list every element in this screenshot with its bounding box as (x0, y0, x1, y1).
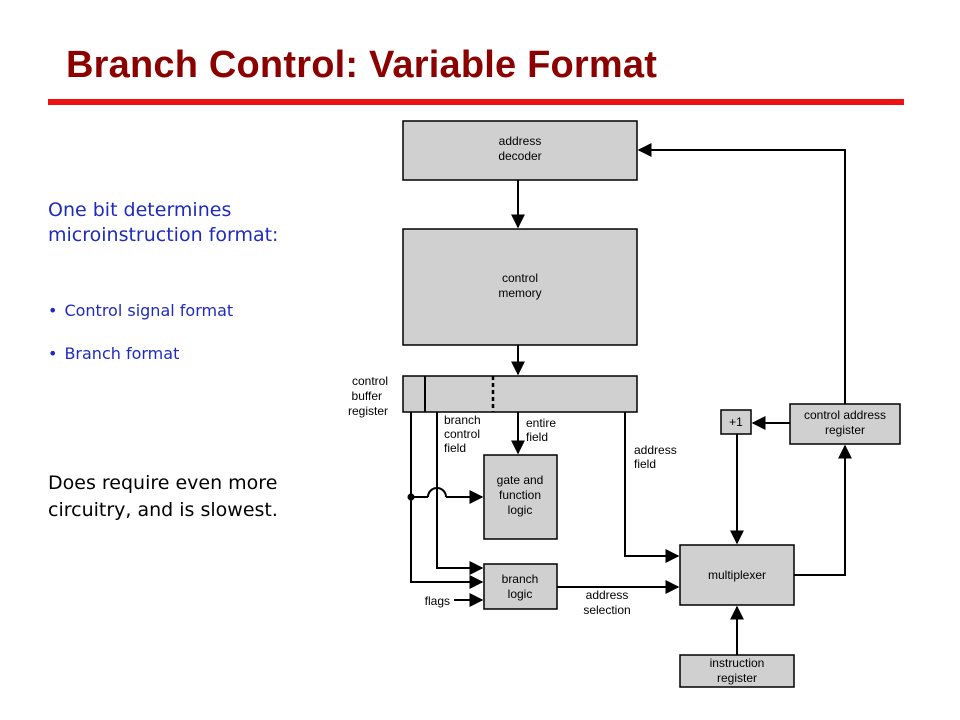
address-decoder-label: address (499, 134, 542, 148)
branch-control-field-label: field (444, 441, 466, 455)
flags-label: flags (425, 594, 450, 608)
branch-control-field-label: branch (444, 413, 481, 427)
entire-field-label: entire (526, 416, 556, 430)
gate-function-logic-label: function (499, 488, 541, 502)
branch-control-field-label: control (444, 427, 480, 441)
entire-field-label: field (526, 430, 548, 444)
address-decoder-label: decoder (498, 149, 541, 163)
instruction-register-box (679, 654, 795, 688)
control-memory-box (402, 228, 638, 346)
control-address-register-label: control address (804, 408, 886, 422)
slide-title: Branch Control: Variable Format (66, 44, 658, 86)
address-selection-label: selection (583, 603, 630, 617)
control-memory-label: memory (498, 286, 541, 300)
branch-logic-box (483, 563, 558, 610)
multiplexer-box (679, 544, 795, 606)
gate-function-logic-label: gate and (497, 473, 544, 487)
control-buffer-register-label: register (348, 404, 388, 418)
intro-text: One bit determines microinstruction form… (48, 199, 279, 246)
control-memory-label: control (502, 271, 538, 285)
control-buffer-register-label: control (352, 374, 388, 388)
bullet-item: Control signal format (48, 300, 233, 343)
gate-function-logic-label: logic (508, 503, 533, 517)
branch-control-to-branch-logic-arrow (410, 497, 484, 589)
branch-logic-label: branch (502, 572, 539, 586)
control-address-register-label: register (825, 423, 865, 437)
multiplexer-label: multiplexer (708, 568, 766, 582)
instruction-register-label: register (717, 671, 757, 685)
mux-to-car-arrow (794, 444, 852, 576)
control-buffer-register-box (402, 375, 638, 413)
branch-control-to-gate-line (410, 412, 428, 498)
gate-function-logic-box (483, 454, 558, 540)
bullet-list: Control signal format Branch format (48, 300, 233, 386)
address-field-to-mux-arrow (624, 412, 680, 563)
control-buffer-register-label: buffer (352, 389, 382, 403)
closing-text: Does require even more circuitry, and is… (48, 472, 278, 521)
branch-field-to-branch-logic-arrow (436, 412, 484, 575)
instruction-register-label: instruction (710, 656, 765, 670)
increment-label: +1 (729, 415, 743, 429)
bullet-item: Branch format (48, 343, 233, 386)
car-to-decoder-arrow (637, 143, 846, 404)
address-selection-label: address (586, 588, 629, 602)
address-field-label: address (634, 443, 677, 457)
address-decoder-box (402, 120, 638, 181)
branch-logic-label: logic (508, 587, 533, 601)
title-underline (48, 99, 904, 105)
address-field-label: field (634, 457, 656, 471)
